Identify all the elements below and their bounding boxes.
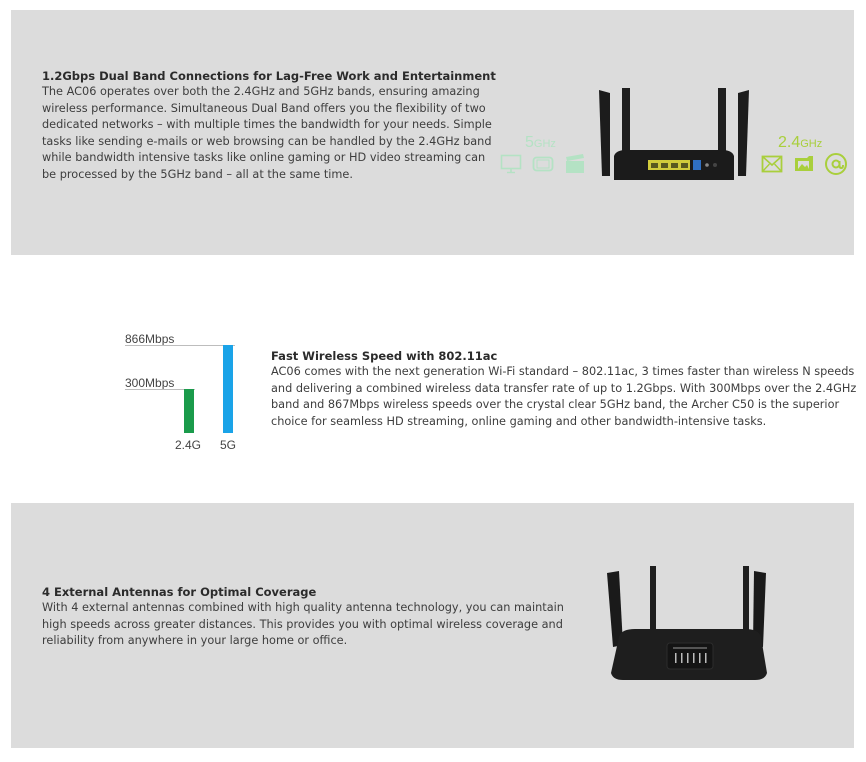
- dual-band-section: [11, 10, 854, 255]
- envelope-icon: [761, 155, 783, 173]
- body-line: be processed by the 5GHz band – all at t…: [42, 167, 353, 181]
- wireless-speed-title: Fast Wireless Speed with 802.11ac: [271, 349, 498, 363]
- router-front-image: [605, 565, 770, 685]
- at-sign-icon: [824, 152, 848, 176]
- body-line: wireless performance. Simultaneous Dual …: [42, 101, 486, 115]
- body-line: choice for seamless HD streaming, online…: [271, 414, 767, 428]
- body-line: The AC06 operates over both the 2.4GHz a…: [42, 85, 480, 98]
- band-label-5ghz: 5GHz: [525, 134, 556, 151]
- antennas-section: [11, 503, 854, 748]
- body-line: and delivering a combined wireless data …: [271, 381, 857, 395]
- picture-icon: [793, 153, 815, 173]
- antennas-description: 4 External Antennas for Optimal Coverage…: [42, 584, 564, 650]
- body-line: dedicated networks – with multiple times…: [42, 118, 492, 131]
- chart-guide-line-5g: [125, 345, 235, 346]
- dual-band-title: 1.2Gbps Dual Band Connections for Lag-Fr…: [42, 69, 496, 83]
- bar-2.4g: [184, 389, 194, 433]
- chart-value-label-24g: 300Mbps: [125, 376, 175, 390]
- chart-category-5g: 5G: [220, 438, 237, 452]
- clapperboard-icon: [564, 152, 586, 174]
- body-line: With 4 external antennas combined with h…: [42, 601, 564, 614]
- speed-bar-chart: 866Mbps 300Mbps 2.4G 5G: [120, 330, 270, 460]
- band-label-24ghz: 2.4GHz: [778, 134, 823, 151]
- body-line: reliability from anywhere in your large …: [42, 634, 348, 647]
- dual-band-description: 1.2Gbps Dual Band Connections for Lag-Fr…: [42, 68, 496, 183]
- antennas-title: 4 External Antennas for Optimal Coverage: [42, 585, 317, 599]
- wireless-speed-description: Fast Wireless Speed with 802.11ac AC06 c…: [271, 348, 856, 430]
- body-line: high speeds across greater distances. Th…: [42, 617, 563, 631]
- body-line: tasks like sending e-mails or web browsi…: [42, 134, 492, 148]
- body-line: AC06 comes with the next generation Wi-F…: [271, 365, 855, 378]
- chart-category-2.4g: 2.4G: [175, 438, 202, 452]
- monitor-icon: [500, 154, 522, 174]
- bar-5g: [223, 345, 233, 433]
- chart-guide-line-24g: [125, 389, 195, 390]
- body-line: while bandwidth intensive tasks like onl…: [42, 151, 486, 164]
- body-line: band and 867Mbps wireless speeds over th…: [271, 398, 840, 411]
- tablet-icon: [532, 156, 554, 172]
- chart-value-label-5g: 866Mbps: [125, 332, 175, 346]
- router-rear-image: [596, 84, 752, 184]
